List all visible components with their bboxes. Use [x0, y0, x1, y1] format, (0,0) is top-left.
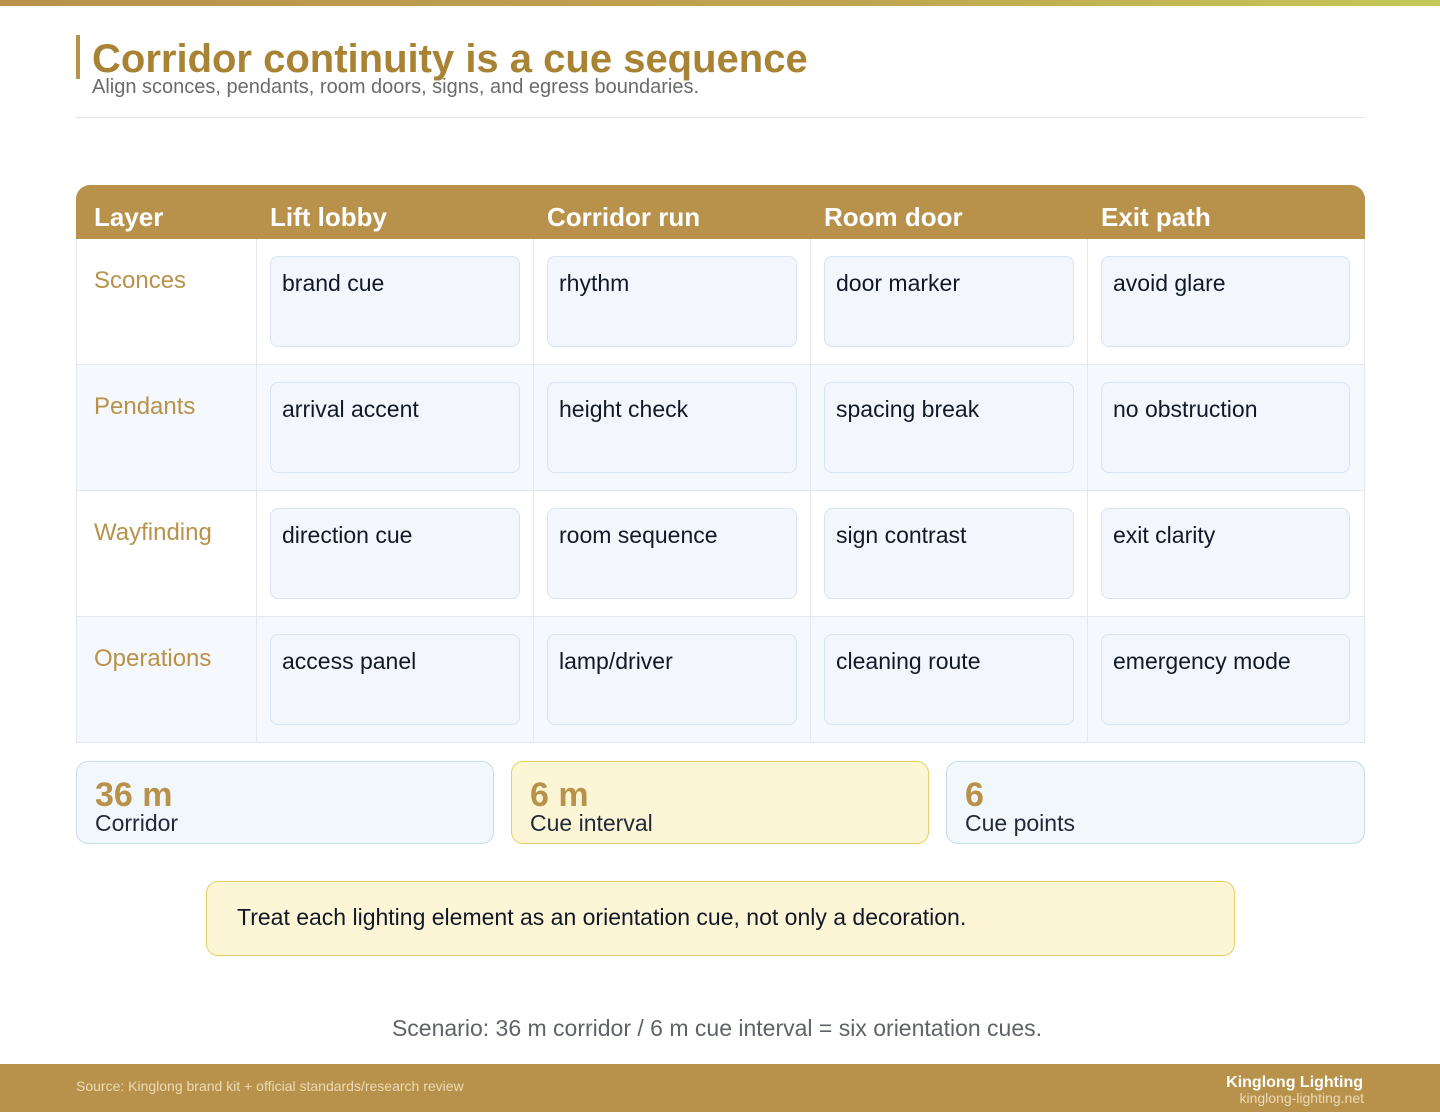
- cue-chip: room sequence: [547, 508, 797, 599]
- table-cell: spacing break: [811, 365, 1088, 490]
- table-cell: no obstruction: [1088, 365, 1363, 490]
- footer-source: Source: Kinglong brand kit + official st…: [76, 1078, 464, 1094]
- cue-chip: door marker: [824, 256, 1074, 347]
- table-row: Sconces brand cue rhythm door marker avo…: [76, 239, 1365, 365]
- table-header-row: Layer Lift lobby Corridor run Room door …: [76, 185, 1365, 239]
- cue-chip: avoid glare: [1101, 256, 1350, 347]
- cue-chip: lamp/driver: [547, 634, 797, 725]
- column-header-layer: Layer: [94, 202, 164, 232]
- table-cell: cleaning route: [811, 617, 1088, 742]
- table-row: Pendants arrival accent height check spa…: [76, 365, 1365, 491]
- cue-chip: cleaning route: [824, 634, 1074, 725]
- table-cell: direction cue: [257, 491, 534, 616]
- scenario-note: Scenario: 36 m corridor / 6 m cue interv…: [391, 1015, 1043, 1041]
- top-accent-strip: [0, 0, 1440, 6]
- table-row: Wayfinding direction cue room sequence s…: [76, 491, 1365, 617]
- column-header-exit-path: Exit path: [1101, 202, 1211, 232]
- cue-chip: direction cue: [270, 508, 520, 599]
- table-cell: door marker: [811, 239, 1088, 364]
- table-cell: sign contrast: [811, 491, 1088, 616]
- footer-url: kinglong-lighting.net: [1239, 1090, 1364, 1106]
- cue-chip: sign contrast: [824, 508, 1074, 599]
- metric-card-corridor: 36 m Corridor: [76, 761, 494, 844]
- cue-chip: brand cue: [270, 256, 520, 347]
- column-header-corridor-run: Corridor run: [547, 202, 701, 232]
- metric-value: 6 m: [530, 776, 589, 814]
- metric-label: Cue interval: [530, 810, 653, 836]
- row-label-sconces: Sconces: [77, 239, 257, 364]
- table-cell: emergency mode: [1088, 617, 1363, 742]
- cue-chip: spacing break: [824, 382, 1074, 473]
- cue-chip: exit clarity: [1101, 508, 1350, 599]
- metric-value: 6: [965, 776, 984, 814]
- title-accent-bar: [76, 35, 80, 79]
- table-cell: arrival accent: [257, 365, 534, 490]
- table-cell: lamp/driver: [534, 617, 811, 742]
- footer-bar: Source: Kinglong brand kit + official st…: [0, 1064, 1440, 1112]
- row-label-operations: Operations: [77, 617, 257, 742]
- table-cell: rhythm: [534, 239, 811, 364]
- table-cell: exit clarity: [1088, 491, 1363, 616]
- column-header-lift-lobby: Lift lobby: [270, 202, 387, 232]
- table-cell: avoid glare: [1088, 239, 1363, 364]
- cue-chip: rhythm: [547, 256, 797, 347]
- metric-card-cue-interval: 6 m Cue interval: [511, 761, 929, 844]
- row-label-wayfinding: Wayfinding: [77, 491, 257, 616]
- cue-chip: no obstruction: [1101, 382, 1350, 473]
- page-title: Corridor continuity is a cue sequence: [92, 37, 808, 81]
- cue-chip: emergency mode: [1101, 634, 1350, 725]
- table-cell: height check: [534, 365, 811, 490]
- row-label-pendants: Pendants: [77, 365, 257, 490]
- metric-value: 36 m: [95, 776, 173, 814]
- cue-chip: arrival accent: [270, 382, 520, 473]
- table-cell: access panel: [257, 617, 534, 742]
- metric-label: Cue points: [965, 810, 1075, 836]
- table-row: Operations access panel lamp/driver clea…: [76, 617, 1365, 743]
- page-subtitle: Align sconces, pendants, room doors, sig…: [92, 76, 700, 98]
- column-header-room-door: Room door: [824, 202, 963, 232]
- table-cell: brand cue: [257, 239, 534, 364]
- metric-label: Corridor: [95, 810, 179, 836]
- footer-brand: Kinglong Lighting: [1226, 1074, 1363, 1091]
- cue-chip: height check: [547, 382, 797, 473]
- metric-card-cue-points: 6 Cue points: [946, 761, 1365, 844]
- key-message-callout: Treat each lighting element as an orient…: [206, 881, 1235, 956]
- table-cell: room sequence: [534, 491, 811, 616]
- cue-chip: access panel: [270, 634, 520, 725]
- header-divider: [76, 117, 1365, 118]
- cue-matrix-table: Layer Lift lobby Corridor run Room door …: [76, 185, 1365, 743]
